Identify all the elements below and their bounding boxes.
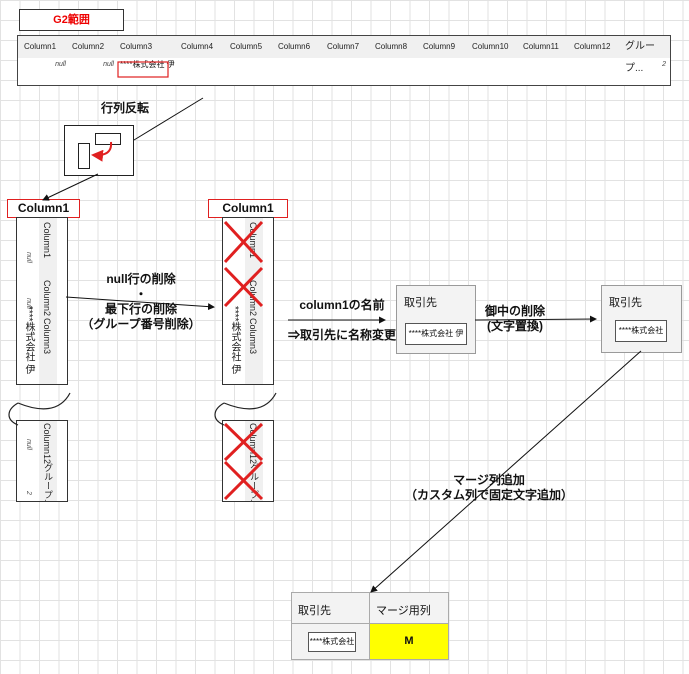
transpose-icon (64, 125, 134, 176)
strip2-lower: Column12 グループ... (222, 420, 274, 502)
strip1-col1-null: null (25, 252, 32, 263)
strip1-col2-header: Column2 (42, 280, 52, 317)
strip2-group-header: グループ... (249, 463, 259, 502)
strip1-col3-value: ****株式会社 伊 (23, 306, 34, 375)
step3-label: 御中の削除 (文字置換) (479, 304, 551, 334)
transpose-label: 行列反転 (100, 101, 149, 115)
final-value-2: M (370, 624, 448, 659)
source-header-12: Column12 (574, 42, 611, 51)
transpose-curve-icon (91, 141, 113, 162)
source-header-1: Column1 (24, 42, 57, 51)
step2-label-top: column1の名前 (299, 298, 385, 312)
source-header-3: Column3 (120, 42, 153, 51)
strip1-brace (8, 392, 71, 426)
step2-label-bottom: ⇒取引先に名称変更 (287, 328, 396, 342)
strip1-upper: Column1 null Column2 null Column3 ****株式… (16, 217, 68, 385)
final-header-2: マージ用列 (376, 605, 431, 617)
strip1-col1-header: Column1 (42, 222, 52, 259)
source-value-3: ****株式会社 伊 (120, 60, 175, 69)
step3-line1: 御中の削除 (484, 304, 545, 318)
strip1-col12-null: null (25, 439, 32, 450)
source-header-13: グループ... (625, 41, 655, 74)
step3-line2: (文字置換) (487, 319, 543, 333)
source-header-8: Column8 (375, 42, 408, 51)
source-value-2: null (103, 61, 114, 68)
step1-label: null行の削除 ・ 最下行の削除 （グループ番号削除） (80, 272, 202, 332)
strip1-group-value: 2 (25, 491, 32, 495)
source-header-9: Column9 (423, 42, 456, 51)
source-header-5: Column5 (230, 42, 263, 51)
renamed-column-header: 取引先 (404, 297, 437, 309)
strip1-col3-header: Column3 (42, 318, 52, 355)
strip1-group-header: グループ... (43, 463, 53, 502)
g2-range-label: G2範囲 (19, 9, 124, 31)
final-header-1: 取引先 (298, 605, 331, 617)
renamed-column-box: 取引先 ****株式会社 伊 (396, 285, 476, 354)
strip2-col12-header: Column12 (248, 423, 258, 465)
step4-line1: マージ列追加 (453, 473, 525, 487)
step1-line4: （グループ番号削除） (81, 317, 201, 331)
strip1-col2-null: null (25, 298, 32, 309)
renamed-column-value: ****株式会社 伊 (405, 323, 467, 345)
source-value-13: 2 (662, 61, 666, 68)
source-header-7: Column7 (327, 42, 360, 51)
strip2-col3-header: Column3 (248, 318, 258, 355)
strip2-col1-header: Column1 (248, 222, 258, 259)
final-table: 取引先 マージ用列 ****株式会社 M (291, 592, 449, 660)
source-header-2: Column2 (72, 42, 105, 51)
step4-line2: （カスタム列で固定文字追加） (404, 488, 573, 502)
replaced-text-box: 取引先 ****株式会社 (601, 285, 682, 353)
source-header-10: Column10 (472, 42, 509, 51)
step1-line2: ・ (134, 287, 147, 301)
deleted-row-crosses (223, 220, 264, 501)
strip2-title: Column1 (208, 199, 288, 218)
step4-label: マージ列追加 （カスタム列で固定文字追加） (400, 473, 578, 503)
replaced-text-header: 取引先 (609, 297, 642, 309)
strip1-lower: Column12 null グループ... 2 (16, 420, 68, 502)
source-header-11: Column11 (523, 42, 559, 51)
source-header-4: Column4 (181, 42, 214, 51)
strip2-col3-value: ****株式会社 伊 (229, 306, 240, 375)
source-header-6: Column6 (278, 42, 311, 51)
final-value-1: ****株式会社 (308, 632, 356, 652)
replaced-text-value: ****株式会社 (615, 320, 667, 342)
strip1-col12-header: Column12 (42, 423, 52, 465)
strip2-brace (214, 392, 277, 426)
step1-line3: 最下行の削除 (104, 302, 177, 316)
highlight-cell (117, 61, 169, 78)
source-value-1: null (55, 61, 66, 68)
step1-line1: null行の削除 (106, 272, 176, 286)
